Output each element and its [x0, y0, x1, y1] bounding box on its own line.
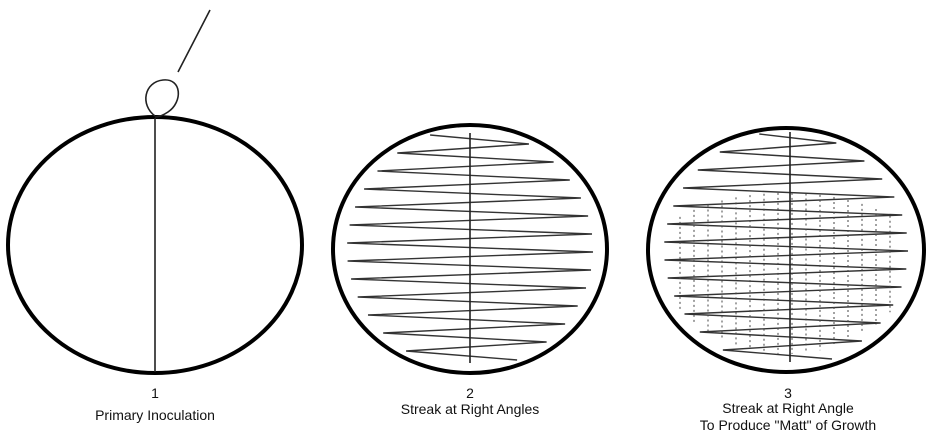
right-angle-streak-3 [664, 134, 908, 359]
panel-3-number: 3 [784, 385, 792, 401]
panel-1: 1 Primary Inoculation [8, 10, 302, 423]
panel-2: 2 Streak at Right Angles [333, 125, 607, 417]
panel-3-caption-line-1: Streak at Right Angle [722, 400, 854, 416]
panel-3-caption-line-2: To Produce "Matt" of Growth [700, 417, 876, 433]
panel-3: 3 Streak at Right Angle To Produce "Matt… [648, 128, 924, 433]
panel-1-caption: Primary Inoculation [95, 407, 215, 423]
panel-2-number: 2 [466, 385, 474, 401]
panel-1-number: 1 [151, 385, 159, 401]
inoculating-loop-icon [146, 10, 210, 117]
panel-2-caption: Streak at Right Angles [401, 401, 540, 417]
